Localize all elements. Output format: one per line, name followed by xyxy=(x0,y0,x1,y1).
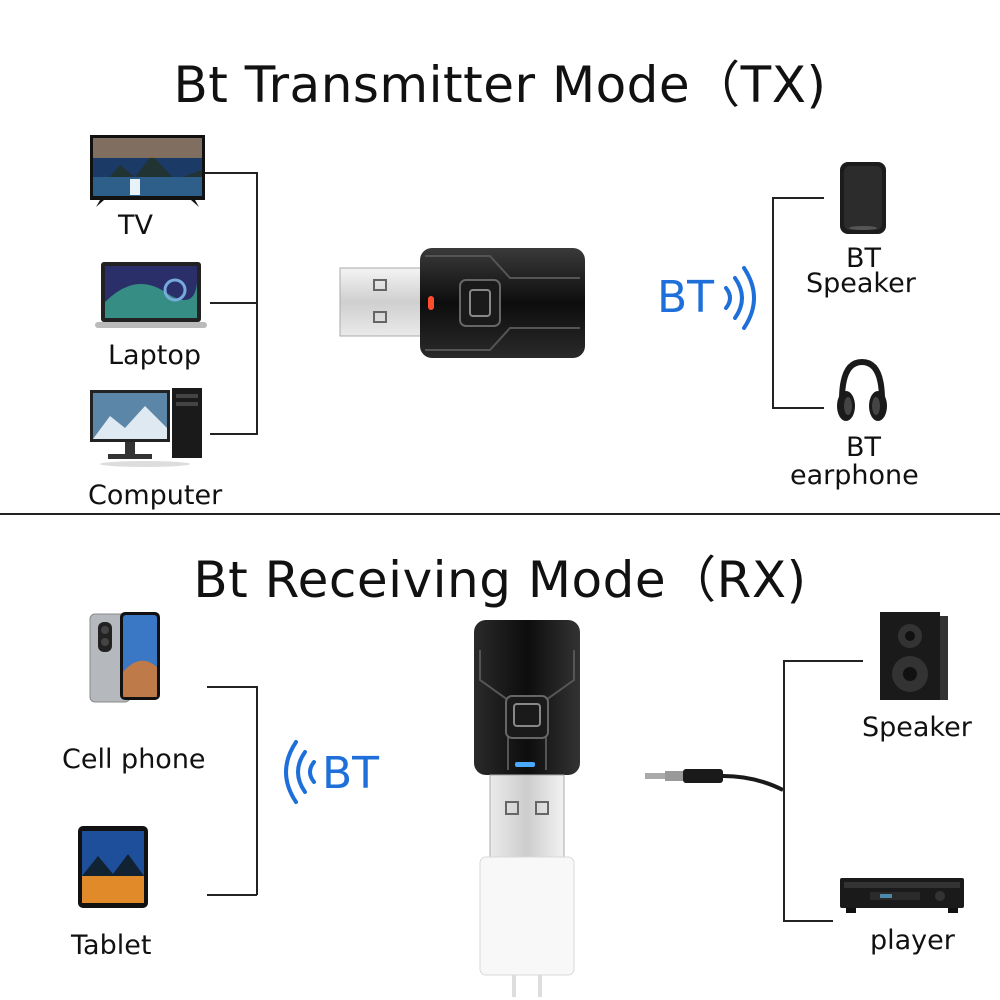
tx-bt-label: BT xyxy=(657,272,715,323)
aux-cable-icon xyxy=(645,769,784,792)
tx-target-bracket-top xyxy=(772,197,824,199)
headphones-icon xyxy=(837,358,887,421)
tx-title: Bt Transmitter Mode（TX) xyxy=(173,56,827,114)
rx-bt-label: BT xyxy=(322,748,380,799)
bt-earphone-label-line2: earphone xyxy=(790,460,919,491)
rx-target-bracket-bottom xyxy=(783,920,833,922)
rx-source-bracket-vertical xyxy=(256,686,258,895)
laptop-label: Laptop xyxy=(108,340,201,371)
tv-label: TV xyxy=(118,210,153,241)
bt-signal-waves-rx-icon xyxy=(284,740,316,804)
rx-title: Bt Receiving Mode（RX) xyxy=(193,551,807,609)
bt-speaker-icon xyxy=(840,162,886,234)
computer-icon xyxy=(90,388,202,467)
computer-label: Computer xyxy=(88,480,223,511)
rx-source-bracket-bottom xyxy=(207,894,257,896)
speaker-cabinet-icon xyxy=(880,612,948,700)
speaker-label: Speaker xyxy=(862,712,972,743)
tv-icon xyxy=(90,135,205,207)
player-icon xyxy=(840,878,964,913)
cell-phone-label: Cell phone xyxy=(62,744,206,775)
bt-speaker-label-line2: Speaker xyxy=(806,268,916,299)
tx-target-bracket-bottom xyxy=(772,407,824,409)
section-divider xyxy=(0,513,1000,515)
player-label: player xyxy=(870,925,955,956)
rx-target-bracket-top xyxy=(783,660,863,662)
tablet-icon xyxy=(78,826,148,908)
rx-source-bracket-top xyxy=(207,686,257,688)
bt-signal-waves-icon xyxy=(724,266,756,330)
tx-target-bracket-vertical xyxy=(772,197,774,408)
usb-dongle-rx xyxy=(474,620,580,997)
bt-speaker-label-line1: BT xyxy=(846,243,882,274)
rx-target-bracket-vertical xyxy=(783,660,785,921)
cell-phone-icon xyxy=(89,612,160,703)
bt-earphone-label-line1: BT xyxy=(846,432,882,463)
tablet-label: Tablet xyxy=(71,930,152,961)
tx-source-bracket-laptop xyxy=(210,302,257,304)
usb-dongle-tx xyxy=(339,248,585,358)
laptop-icon xyxy=(95,262,207,328)
tx-source-bracket-computer xyxy=(210,433,257,435)
tx-source-bracket-tv xyxy=(205,172,257,174)
tx-source-bracket-vertical xyxy=(256,172,258,435)
